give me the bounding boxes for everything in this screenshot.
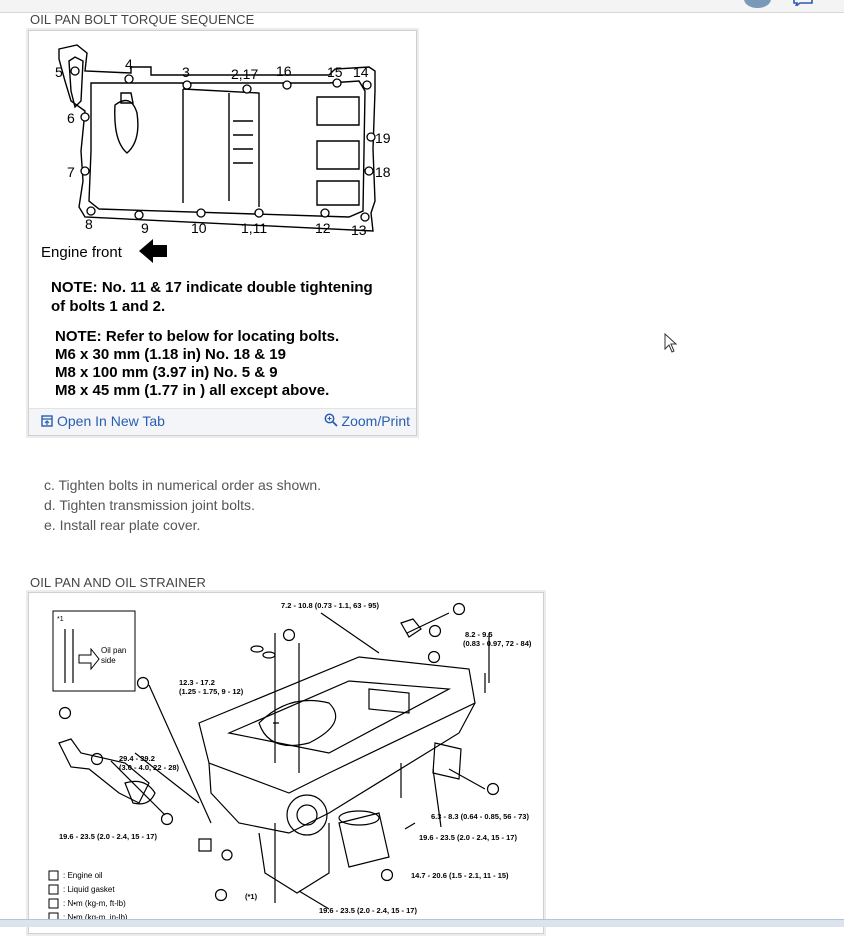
reference-star: (*1) — [245, 892, 258, 901]
bolt-label: 16 — [276, 63, 292, 79]
note-bolt-locating-line3: M8 x 100 mm (3.97 in) No. 5 & 9 — [55, 364, 278, 381]
bolt-label: 4 — [125, 56, 133, 72]
torque-callout-5: 19.6 - 23.5 (2.0 - 2.4, 15 - 17) — [59, 832, 157, 841]
procedure-steps: c. Tighten bolts in numerical order as s… — [44, 475, 321, 535]
zoom-icon — [324, 413, 338, 427]
bolt-label: 10 — [191, 220, 207, 236]
open-tab-icon — [41, 415, 53, 427]
inset-label-line1: Oil pan — [101, 646, 126, 655]
top-bar — [0, 0, 844, 13]
torque-sequence-figure: 5 4 3 2,17 16 15 14 6 19 7 18 8 9 10 1,1… — [28, 30, 417, 436]
section-title-torque-sequence: OIL PAN BOLT TORQUE SEQUENCE — [30, 12, 255, 27]
torque-callout-7: 19.6 - 23.5 (2.0 - 2.4, 15 - 17) — [419, 833, 517, 842]
bottom-scroll-bar[interactable] — [0, 919, 844, 927]
oil-pan-diagram: 5 4 3 2,17 16 15 14 6 19 7 18 8 9 10 1,1… — [41, 44, 391, 263]
note-double-tightening-line2: of bolts 1 and 2. — [51, 298, 166, 315]
torque-callout-6: 6.3 - 8.3 (0.64 - 0.85, 56 - 73) — [431, 812, 529, 821]
bolt-label: 3 — [182, 64, 190, 80]
note-double-tightening-line1: NOTE: No. 11 & 17 indicate double tighte… — [51, 279, 373, 296]
message-icon[interactable] — [792, 0, 814, 6]
torque-callout-2b: (0.83 - 0.97, 72 - 84) — [463, 639, 532, 648]
torque-callout-8: 14.7 - 20.6 (1.5 - 2.1, 11 - 15) — [411, 871, 509, 880]
bolt-label: 2,17 — [231, 66, 258, 82]
bolt-label: 1,11 — [241, 220, 267, 236]
bolt-label: 9 — [141, 220, 149, 236]
bolt-label: 6 — [67, 110, 75, 126]
zoom-print-label: Zoom/Print — [341, 413, 410, 429]
engine-front-label: Engine front — [41, 244, 123, 261]
step-e: e. Install rear plate cover. — [44, 517, 201, 533]
torque-callout-4a: 29.4 - 39.2 — [119, 754, 155, 763]
note-bolt-locating-line1: NOTE: Refer to below for locating bolts. — [55, 328, 340, 345]
mouse-cursor-icon — [664, 333, 678, 353]
note-bolt-locating-line2: M6 x 30 mm (1.18 in) No. 18 & 19 — [55, 346, 286, 363]
legend-engine-oil: : Engine oil — [63, 871, 103, 880]
torque-callout-2a: 8.2 - 9.5 — [465, 630, 493, 639]
bolt-label: 7 — [67, 164, 75, 180]
avatar[interactable] — [744, 0, 771, 8]
open-in-new-tab-link[interactable]: Open In New Tab — [41, 413, 165, 429]
section-title-oil-strainer: OIL PAN AND OIL STRAINER — [30, 575, 207, 590]
bolt-label: 8 — [85, 216, 93, 232]
legend-liquid-gasket: : Liquid gasket — [63, 885, 115, 894]
bolt-label: 14 — [353, 64, 369, 80]
torque-callout-3b: (1.25 - 1.75, 9 - 12) — [179, 687, 244, 696]
torque-callout-9: 19.6 - 23.5 (2.0 - 2.4, 15 - 17) — [319, 906, 417, 915]
zoom-print-link[interactable]: Zoom/Print — [324, 413, 410, 429]
legend-nm-ft-lb: : N•m (kg-m, ft-lb) — [63, 899, 126, 908]
torque-callout-1: 7.2 - 10.8 (0.73 - 1.1, 63 - 95) — [281, 601, 379, 610]
inset-mark: *1 — [57, 616, 64, 623]
step-c: c. Tighten bolts in numerical order as s… — [44, 477, 322, 493]
oil-pan-exploded-diagram: *1 Oil pan side — [48, 601, 532, 923]
oil-pan-strainer-figure: *1 Oil pan side — [28, 592, 544, 934]
step-d: d. Tighten transmission joint bolts. — [44, 497, 255, 513]
bolt-label: 15 — [327, 64, 343, 80]
note-bolt-locating-line4: M8 x 45 mm (1.77 in ) all except above. — [55, 382, 330, 399]
bolt-label: 19 — [375, 130, 391, 146]
open-in-new-tab-label: Open In New Tab — [57, 413, 165, 429]
bolt-label: 13 — [351, 222, 367, 238]
arrow-left-icon — [139, 239, 167, 263]
inset-label-line2: side — [101, 656, 116, 665]
torque-callout-4b: (3.0 - 4.0, 22 - 28) — [119, 763, 180, 772]
figure-footer: Open In New Tab Zoom/Print — [29, 408, 416, 435]
bolt-label: 18 — [375, 164, 391, 180]
bolt-label: 12 — [315, 220, 331, 236]
torque-callout-3a: 12.3 - 17.2 — [179, 678, 215, 687]
legend-nm-in-lb: : N•m (kg-m, in-lb) — [63, 913, 128, 922]
bolt-label: 5 — [55, 64, 63, 80]
